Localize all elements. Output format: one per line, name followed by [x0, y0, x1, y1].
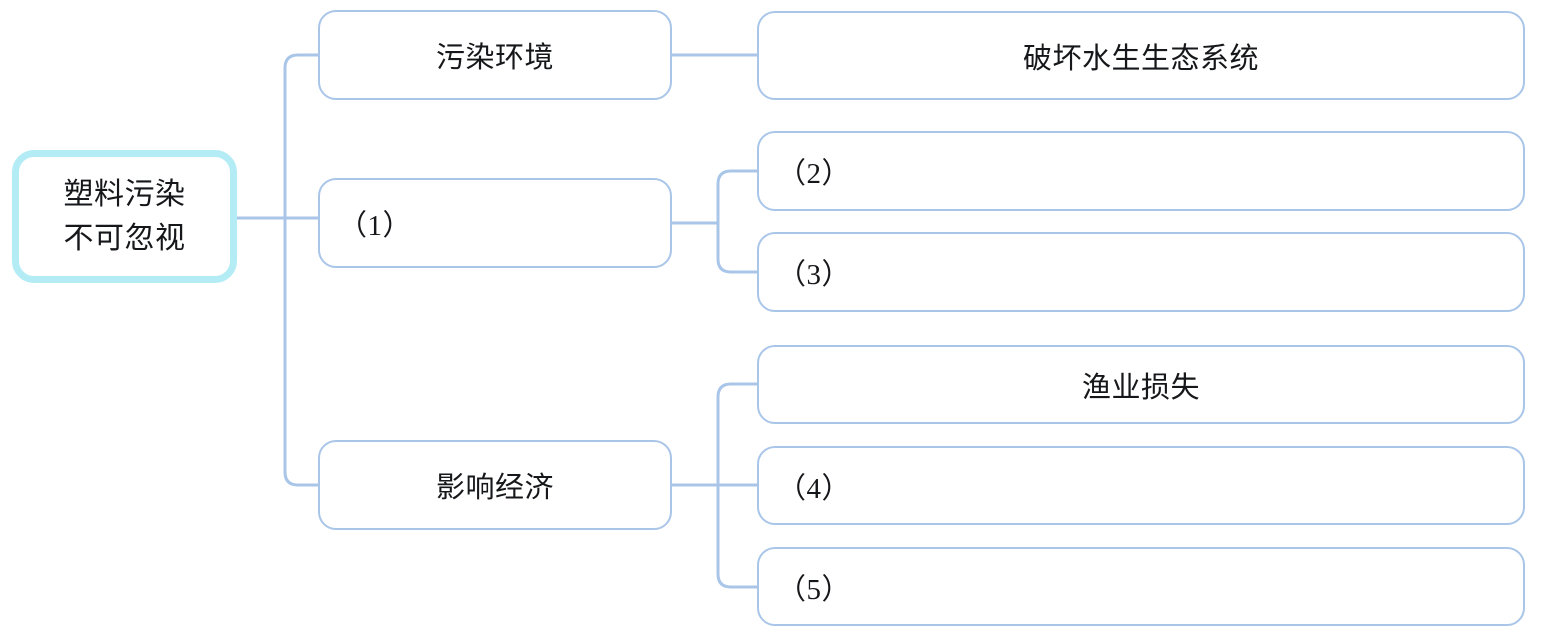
- leaf-node-damage-aquatic-ecosystem[interactable]: 破坏水生生态系统: [757, 11, 1525, 100]
- branch-node-pollute-environment[interactable]: 污染环境: [318, 10, 672, 100]
- branch-node-label: （1）: [338, 210, 413, 242]
- connector-branch-3-leaf-3: [716, 483, 759, 589]
- leaf-node-blank-5[interactable]: （5）: [757, 547, 1525, 626]
- branch-node-blank-1[interactable]: （1）: [318, 178, 672, 268]
- leaf-node-label: （2）: [777, 158, 852, 190]
- leaf-node-blank-3[interactable]: （3）: [757, 232, 1525, 312]
- branch-node-affect-economy[interactable]: 影响经济: [318, 440, 672, 530]
- connector-trunk-branch-1: [283, 53, 320, 220]
- connector-trunk-branch-3: [283, 216, 320, 487]
- root-node-label: 塑料污染 不可忽视: [63, 178, 186, 255]
- connector-branch-3-leaf-1: [716, 382, 759, 487]
- leaf-node-label: （3）: [777, 259, 852, 291]
- branch-node-label: 污染环境: [435, 42, 554, 74]
- leaf-node-blank-2[interactable]: （2）: [757, 131, 1525, 211]
- leaf-node-blank-4[interactable]: （4）: [757, 446, 1525, 525]
- leaf-node-label: （4）: [777, 472, 852, 505]
- leaf-node-fishery-loss[interactable]: 渔业损失: [757, 345, 1525, 424]
- branch-node-label: 影响经济: [435, 472, 554, 504]
- leaf-node-label: 破坏水生生态系统: [1022, 42, 1259, 75]
- root-node[interactable]: 塑料污染 不可忽视: [12, 150, 237, 283]
- leaf-node-label: （5）: [777, 573, 852, 606]
- leaf-node-label: 渔业损失: [1081, 371, 1200, 404]
- connector-branch-2-leaf-1: [716, 169, 759, 225]
- connector-branch-2-leaf-2: [716, 221, 759, 274]
